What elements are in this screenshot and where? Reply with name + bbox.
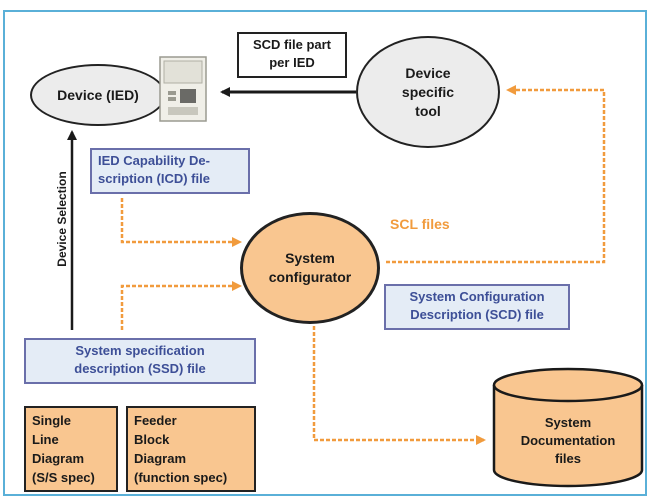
arrow-configurator-to-docs xyxy=(312,326,486,445)
sld-line-2: Line xyxy=(32,432,59,447)
device-tool-line-3: tool xyxy=(415,102,441,119)
device-ied-node: Device (IED) xyxy=(30,64,166,126)
sld-line-4: (S/S spec) xyxy=(32,470,95,485)
system-docs-label: System Documentation files xyxy=(494,414,642,468)
feeder-block-diagram-box: Feeder Block Diagram (function spec) xyxy=(126,406,256,492)
docs-line-2: Documentation xyxy=(520,433,616,448)
ssd-file-box: System specification description (SSD) f… xyxy=(24,338,256,384)
ssd-line-2: description (SSD) file xyxy=(74,361,206,376)
device-selection-label: Device Selection xyxy=(55,171,69,267)
single-line-diagram-box: Single Line Diagram (S/S spec) xyxy=(24,406,118,492)
arrow-configurator-to-tool xyxy=(386,85,606,264)
scd-part-box: SCD file part per IED xyxy=(237,32,347,78)
scd-line-2: Description (SCD) file xyxy=(410,307,544,322)
arrow-icd-to-configurator xyxy=(120,198,242,247)
scl-files-label: SCL files xyxy=(390,216,450,232)
icd-line-2: scription (ICD) file xyxy=(98,171,210,186)
device-ied-label: Device (IED) xyxy=(57,87,139,103)
scd-line-1: System Configuration xyxy=(409,289,545,304)
device-tool-node: Device specific tool xyxy=(356,36,500,148)
configurator-line-1: System xyxy=(285,250,335,266)
ssd-line-1: System specification xyxy=(75,343,205,358)
device-tool-line-1: Device xyxy=(405,64,451,81)
fbd-line-3: Diagram xyxy=(134,451,187,466)
icd-line-1: IED Capability De- xyxy=(98,153,210,168)
ied-device-icon xyxy=(159,56,207,122)
fbd-line-4: (function spec) xyxy=(134,470,228,485)
scd-part-line-1: SCD file part xyxy=(252,37,331,52)
docs-line-3: files xyxy=(554,451,581,466)
sld-line-3: Diagram xyxy=(32,451,85,466)
docs-line-1: System xyxy=(544,415,592,430)
fbd-line-2: Block xyxy=(134,432,170,447)
documentation-cylinder xyxy=(492,367,644,488)
scd-file-box: System Configuration Description (SCD) f… xyxy=(384,284,570,330)
device-tool-line-2: specific xyxy=(401,83,455,100)
system-configurator-node: System configurator xyxy=(240,212,380,324)
fbd-line-1: Feeder xyxy=(134,413,177,428)
icd-file-box: IED Capability De- scription (ICD) file xyxy=(90,148,250,194)
arrow-ssd-to-configurator xyxy=(120,281,242,330)
scd-part-line-2: per IED xyxy=(269,55,315,70)
sld-line-1: Single xyxy=(32,413,72,428)
configurator-line-2: configurator xyxy=(268,269,352,285)
